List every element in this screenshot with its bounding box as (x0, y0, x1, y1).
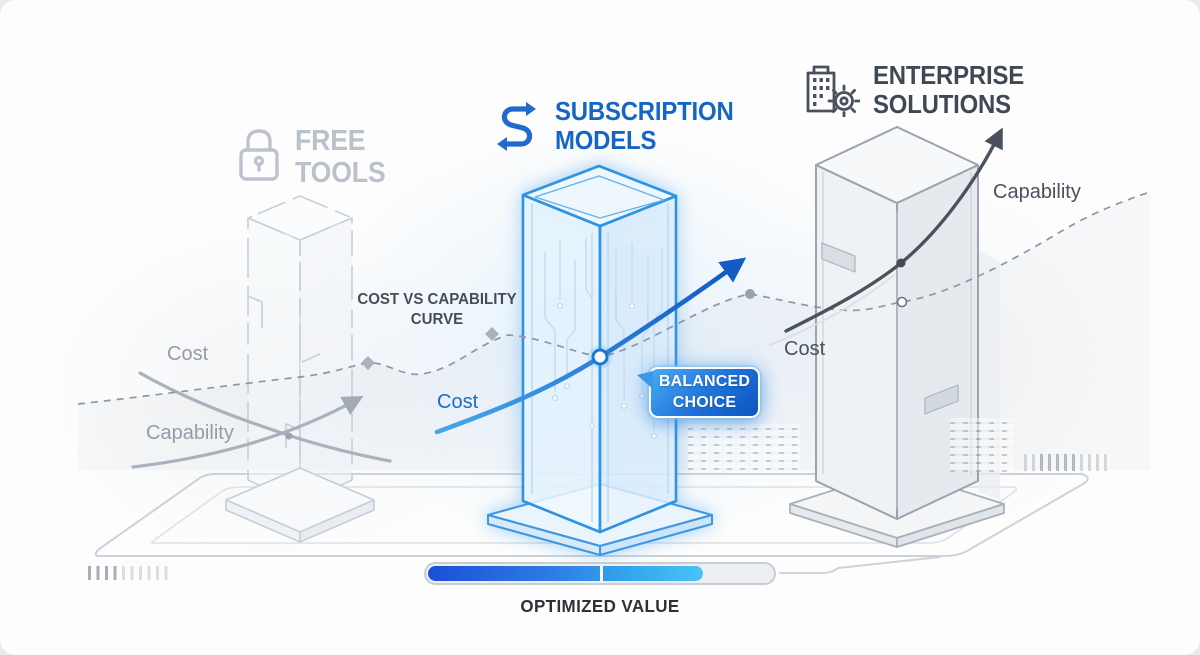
dashed-trend-curve (77, 191, 1151, 405)
free-tools-line1: FREE (295, 125, 366, 157)
cost-label-left: Cost (167, 343, 209, 365)
left-capability-curve (131, 395, 364, 469)
dot-matrix-decoration-middle (688, 424, 800, 470)
badge-line1: BALANCED (658, 373, 751, 391)
barcode-decoration-right (1024, 454, 1110, 471)
capability-label-left: Capability (146, 422, 234, 444)
enterprise-solutions-heading: ENTERPRISE SOLUTIONS (802, 61, 1037, 118)
gray-dot-marker (745, 289, 755, 299)
dark-capability-curve (769, 127, 1003, 346)
enterprise-line1: ENTERPRISE (873, 60, 1025, 90)
badge-line2: CHOICE (672, 393, 737, 411)
left-cross-point (285, 432, 293, 440)
dot-matrix-decoration-right (950, 418, 1014, 472)
progress-midpoint-tick (600, 566, 603, 581)
left-cost-capability-curves (131, 371, 392, 469)
sync-s-arrows-icon (497, 102, 536, 151)
barcode-decoration-left (88, 566, 168, 580)
base-platform (94, 473, 1089, 574)
subscription-tower (487, 164, 713, 556)
optimized-value-progress-track (424, 562, 776, 585)
blue-cost-curve (434, 257, 747, 435)
free-tools-line2: TOOLS (295, 156, 386, 189)
free-tools-tower (225, 195, 375, 543)
diamond-marker (361, 356, 375, 370)
subscription-line2: MODELS (555, 124, 657, 155)
subscription-line1: SUBSCRIPTION (555, 96, 734, 126)
progress-fill (428, 566, 703, 581)
subscription-models-heading: SUBSCRIPTION MODELS (492, 97, 749, 154)
capability-label-right: Capability (993, 181, 1081, 203)
dark-dot-marker (896, 258, 906, 268)
enterprise-line2: SOLUTIONS (873, 88, 1011, 119)
lock-icon (239, 129, 279, 181)
balanced-node (591, 348, 609, 366)
diamond-marker (485, 327, 499, 341)
balanced-choice-badge: BALANCED CHOICE (637, 367, 760, 418)
optimized-value-label: OPTIMIZED VALUE (520, 596, 680, 616)
enterprise-tower (789, 126, 1005, 548)
cost-label-middle: Cost (437, 391, 479, 413)
building-gear-icon (806, 65, 860, 117)
caption-line2: CURVE (410, 311, 464, 329)
caption-line1: COST VS CAPABILITY (357, 291, 517, 308)
cost-vs-capability-caption: COST VS CAPABILITY CURVE (350, 290, 525, 330)
cost-label-right: Cost (784, 338, 826, 360)
open-dot-marker (896, 296, 908, 308)
free-tools-heading: FREE TOOLS (236, 125, 393, 190)
